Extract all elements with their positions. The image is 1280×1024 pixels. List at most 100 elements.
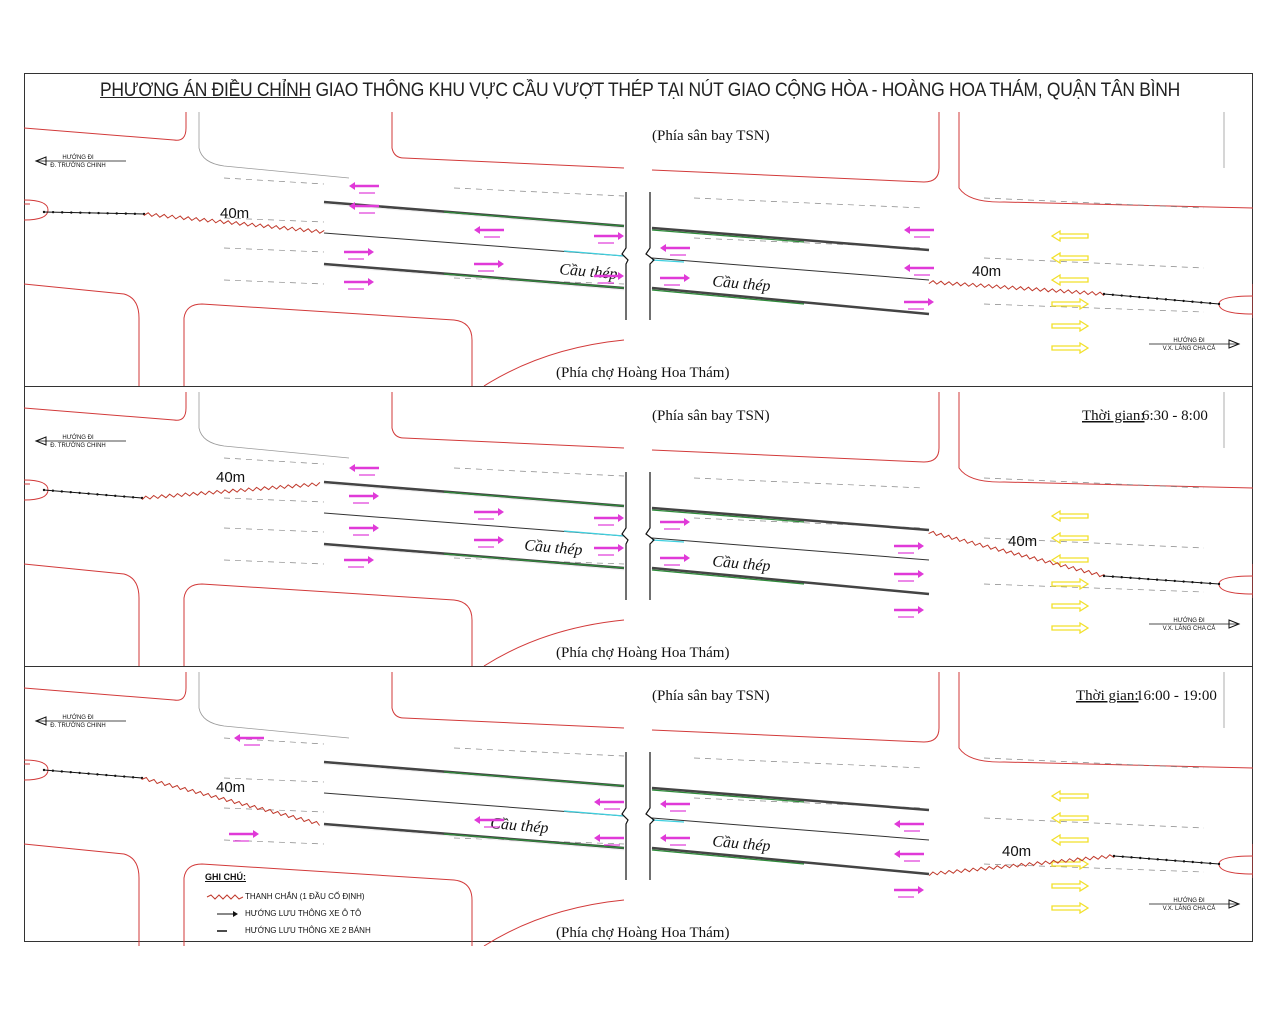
bridge-rail xyxy=(323,763,625,789)
panel-morning: (Phía sân bay TSN)(Phía chợ Hoàng Hoa Th… xyxy=(24,392,1253,666)
legend-item-car: HƯỚNG LƯU THÔNG XE Ô TÔ xyxy=(205,905,371,922)
curb-line xyxy=(183,583,473,666)
curb-line xyxy=(958,672,1253,769)
legend: GHI CHÚ: THANH CHẮN (1 ĐẦU CỐ ĐỊNH) HƯỚN… xyxy=(205,872,371,939)
motorbike-arrow xyxy=(1051,297,1090,311)
car-arrow xyxy=(349,182,379,194)
bridge-rail xyxy=(651,286,930,316)
break-line xyxy=(621,192,629,320)
car-flow-line-dot xyxy=(131,776,135,779)
lane-dash xyxy=(983,537,1205,549)
car-flow-line-dot xyxy=(122,495,126,498)
lane-divider xyxy=(651,537,930,561)
lane-dash xyxy=(453,747,625,757)
motorbike-arrow xyxy=(1050,833,1089,847)
distance-label: 40m xyxy=(216,469,245,486)
lane-dash xyxy=(983,817,1205,829)
curb-line xyxy=(958,392,1253,489)
lane-dash xyxy=(983,197,1205,209)
lane-dash xyxy=(223,457,325,465)
car-arrow xyxy=(894,606,924,618)
car-arrow xyxy=(349,464,379,476)
car-flow-line-dot xyxy=(1130,856,1133,859)
car-flow-line xyxy=(43,211,145,215)
west-direction-sign xyxy=(34,156,126,166)
motorbike-arrow xyxy=(1050,251,1089,265)
car-arrow xyxy=(594,544,624,556)
curb-line xyxy=(198,112,350,179)
car-flow-line-dot xyxy=(115,212,118,215)
car-flow-line-dot xyxy=(133,212,137,216)
legend-text: HƯỚNG LƯU THÔNG XE Ô TÔ xyxy=(245,909,362,918)
motorbike-arrow xyxy=(1050,789,1089,803)
car-flow-line-dot xyxy=(1174,859,1177,862)
motorbike-arrow xyxy=(1050,531,1089,545)
east-direction-sign xyxy=(1149,619,1241,629)
motorbike-arrow xyxy=(1051,879,1090,893)
panel-separator xyxy=(24,386,1253,387)
time-label: Thời gian: xyxy=(1076,688,1139,704)
curb-line xyxy=(958,112,1253,209)
car-arrow xyxy=(894,850,924,862)
time-label: Thời gian: xyxy=(1082,408,1145,424)
car-flow-line-dot xyxy=(87,492,90,495)
curb-line xyxy=(24,112,187,141)
cyan-line xyxy=(651,259,685,263)
motorbike-arrow xyxy=(1051,341,1090,355)
curb-line xyxy=(391,112,625,169)
car-flow-line-dot xyxy=(1191,300,1194,303)
car-arrow xyxy=(229,830,259,842)
break-line xyxy=(621,472,629,600)
south-label: (Phía chợ Hoàng Hoa Thám) xyxy=(556,925,729,941)
cyan-line xyxy=(563,530,625,537)
lane-dash xyxy=(983,303,1205,313)
median xyxy=(651,789,805,803)
car-flow-line-dot xyxy=(114,774,117,778)
drawing-sheet xyxy=(24,73,1253,942)
car-flow-line-dot xyxy=(69,770,72,774)
car-arrow xyxy=(474,508,504,520)
north-label: (Phía sân bay TSN) xyxy=(652,408,770,424)
car-flow-line-dot xyxy=(1164,579,1168,582)
curb-line xyxy=(1218,295,1253,315)
direction-label-top: HƯỚNG ĐI xyxy=(1173,617,1205,624)
car-flow-line-dot xyxy=(51,210,55,214)
lane-dash xyxy=(983,257,1205,269)
car-arrow xyxy=(594,514,624,526)
curb-line xyxy=(651,392,940,463)
lane-dash xyxy=(223,497,325,503)
bridge-rail xyxy=(323,203,625,229)
car-arrow xyxy=(344,278,374,290)
motorbike-arrow xyxy=(1050,273,1089,287)
car-arrow xyxy=(349,492,379,504)
direction-label-top: HƯỚNG ĐI xyxy=(1173,337,1205,344)
median xyxy=(443,553,625,569)
break-line xyxy=(621,752,629,880)
lane-dash xyxy=(983,757,1205,769)
car-flow-line-dot xyxy=(1209,862,1212,865)
car-arrow xyxy=(594,232,624,244)
car-arrow xyxy=(344,248,374,260)
lane-divider xyxy=(651,257,930,281)
car-flow-line-dot xyxy=(1182,860,1186,863)
panel-default: (Phía sân bay TSN)(Phía chợ Hoàng Hoa Th… xyxy=(24,112,1253,386)
lane-dash xyxy=(223,247,325,253)
lane-dash xyxy=(693,197,925,209)
lane-divider xyxy=(651,817,930,841)
barrier xyxy=(141,482,321,500)
time-value: 6:30 - 8:00 xyxy=(1142,408,1208,424)
title-rest: GIAO THÔNG KHU VỰC CẦU VƯỢT THÉP TẠI NÚT… xyxy=(310,80,1180,101)
lane-dash xyxy=(693,757,925,769)
curb-line xyxy=(24,392,187,421)
motorbike-arrow xyxy=(1051,319,1090,333)
car-arrow xyxy=(904,298,934,310)
curb-line xyxy=(198,672,350,739)
lane-dash xyxy=(223,279,325,285)
bridge-rail xyxy=(651,566,930,596)
break-line xyxy=(645,472,655,600)
car-flow-line-dot xyxy=(1173,579,1176,583)
motorbike-arrow xyxy=(1051,577,1090,591)
motorbike-arrow xyxy=(1051,599,1090,613)
direction-label-top: HƯỚNG ĐI xyxy=(1173,897,1205,904)
lane-dash xyxy=(223,217,325,223)
